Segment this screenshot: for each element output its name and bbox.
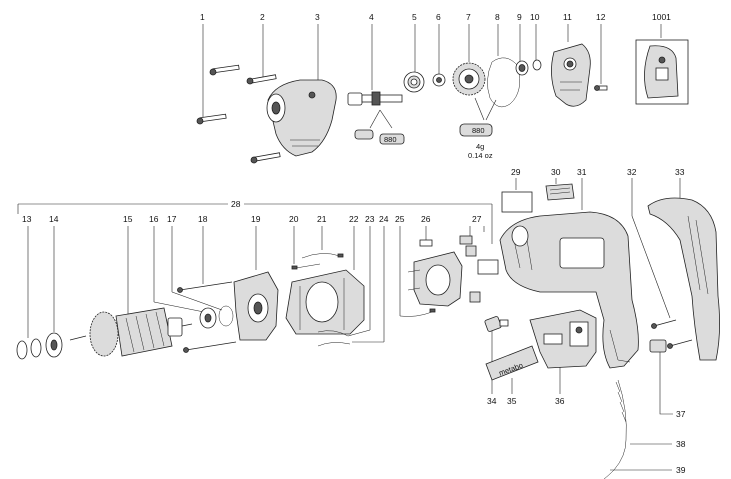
part-number-3: 3	[315, 12, 320, 22]
part-16-bearing	[153, 226, 217, 329]
part-number-35: 35	[507, 396, 517, 406]
part-3-gear-housing	[266, 24, 337, 157]
part-number-8: 8	[495, 12, 500, 22]
part-number-38: 38	[676, 439, 686, 449]
part-number-33: 33	[675, 167, 685, 177]
part-number-39: 39	[676, 465, 686, 475]
part-5-bearing	[403, 24, 425, 93]
part-20-wire	[291, 226, 321, 270]
tube-label-2: 880	[472, 126, 485, 135]
part-1-screw	[196, 24, 240, 125]
part-number-26: 26	[421, 214, 431, 224]
part-number-24: 24	[379, 214, 389, 224]
part-29-label	[501, 178, 533, 213]
part-number-30: 30	[551, 167, 561, 177]
part-38-cable-guard	[615, 379, 672, 445]
part-number-4: 4	[369, 12, 374, 22]
part-24-wire	[317, 226, 385, 347]
part-25-wire	[399, 226, 436, 317]
part-number-36: 36	[555, 396, 565, 406]
part-number-11: 11	[563, 12, 572, 22]
part-number-21: 21	[317, 214, 327, 224]
part-30-label	[545, 178, 575, 201]
part-number-19: 19	[251, 214, 261, 224]
part-22-field	[285, 226, 365, 335]
part-13-washer	[16, 226, 42, 360]
part-number-27: 27	[472, 214, 482, 224]
part-number-37: 37	[676, 409, 686, 419]
part-33-housing-shell	[647, 178, 720, 361]
part-number-14: 14	[49, 214, 59, 224]
part-number-22: 22	[349, 214, 359, 224]
part-number-25: 25	[395, 214, 405, 224]
part-39-cord	[603, 439, 672, 479]
part-number-34: 34	[487, 396, 497, 406]
part-number-6: 6	[436, 12, 441, 22]
part-11-gear-cover	[551, 24, 591, 107]
part-number-18: 18	[198, 214, 208, 224]
part-number-17: 17	[167, 214, 177, 224]
part-10-washer	[532, 24, 542, 71]
part-35-nameplate: metabo	[485, 345, 539, 394]
part-number-32: 32	[627, 167, 637, 177]
part-2-screw	[246, 24, 281, 164]
part-number-28: 28	[231, 199, 241, 209]
part-23-wire	[317, 226, 371, 337]
part-27-carbon-brush	[459, 226, 499, 303]
part-12-screw	[594, 24, 608, 91]
part-6-washer	[432, 24, 446, 87]
part-7-gear	[452, 24, 486, 121]
part-31-motor-housing	[499, 178, 639, 369]
bracket-28	[17, 203, 493, 244]
part-8-ring: 880 4g 0.14 oz	[459, 24, 520, 160]
part-14-bearing	[45, 226, 63, 358]
part-19-bearing-shield	[233, 226, 279, 341]
part-17-ring	[171, 226, 234, 327]
part-number-2: 2	[260, 12, 265, 22]
grease-amount-g: 4g	[476, 142, 484, 151]
part-number-20: 20	[289, 214, 299, 224]
part-15-armature	[69, 226, 193, 357]
part-26-brush-holder	[407, 226, 463, 307]
part-number-15: 15	[123, 214, 133, 224]
part-37-cable-clamp	[649, 339, 673, 415]
part-4-spindle: 880	[347, 24, 405, 145]
part-number-labels: 1 2 3 4 5 6 7 8 9 10 11 12 1001 13 14 15…	[22, 12, 686, 475]
part-21-wire	[301, 226, 344, 259]
part-number-13: 13	[22, 214, 32, 224]
part-18-screw	[177, 226, 237, 353]
part-number-16: 16	[149, 214, 159, 224]
tube-label-1: 880	[384, 135, 397, 144]
part-number-10: 10	[530, 12, 540, 22]
part-34-switch-lock	[484, 316, 509, 394]
part-number-29: 29	[511, 167, 521, 177]
part-number-7: 7	[466, 12, 471, 22]
part-number-31: 31	[577, 167, 587, 177]
part-36-switch	[529, 309, 597, 394]
part-number-23: 23	[365, 214, 375, 224]
part-number-12: 12	[596, 12, 606, 22]
part-1001-detail	[635, 24, 689, 105]
part-number-1: 1	[200, 12, 205, 22]
grease-amount-oz: 0.14 oz	[468, 151, 493, 160]
part-number-9: 9	[517, 12, 522, 22]
part-number-5: 5	[412, 12, 417, 22]
part-32-screw	[631, 178, 693, 349]
part-number-1001: 1001	[652, 12, 671, 22]
part-9-washer	[515, 24, 529, 76]
